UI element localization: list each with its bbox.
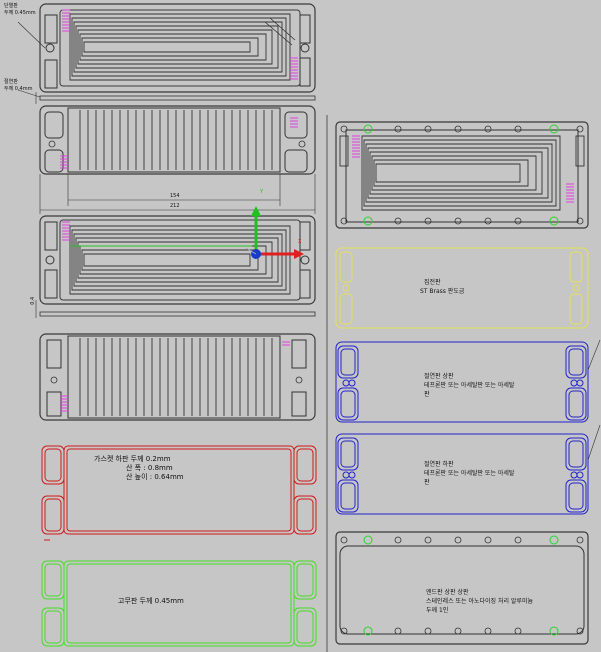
insulator-upper-label-line1: 절연판 상판 (424, 373, 454, 380)
rib-lines-2 (79, 338, 273, 416)
ribbed-pink-marks (60, 117, 298, 169)
insulator-upper-label-line2: 테프론판 또는 아세탈판 또는 아세탈 (424, 382, 515, 389)
current-collector-plate[interactable] (335, 247, 589, 329)
end-plate-bottom[interactable] (335, 531, 589, 645)
thin-layer-2[interactable] (35, 300, 316, 318)
thin-layer-1[interactable] (17, 89, 316, 104)
ribbed-plate-2[interactable] (39, 333, 316, 421)
gizmo-y-label: Y (260, 189, 264, 195)
gasket-layer[interactable] (41, 445, 317, 541)
dimension-side-label: 0.4 (30, 296, 37, 305)
end-plate-label-line2: 스테인레스 또는 아노다이징 처리 알루미늄 (426, 598, 533, 605)
rubber-layer[interactable] (41, 560, 317, 647)
manifold-pink-right (290, 57, 298, 80)
end-green-holes (363, 124, 559, 226)
end-pink-marks (352, 135, 574, 203)
axis-gizmo[interactable] (245, 206, 304, 259)
collector-label-line2: ST Brass 판도금 (420, 288, 465, 295)
insulator-upper-label-line3: 판 (424, 391, 430, 398)
insulator-upper-plate[interactable] (335, 341, 589, 423)
rubber-label-line1: 고무판 두께 0.45mm (118, 597, 184, 605)
ribbed-plate-1[interactable] (39, 105, 316, 175)
insulator-lower-label-line2: 테프론판 또는 아세탈판 또는 아세탈 (424, 470, 515, 477)
endb-bolt-holes (340, 536, 584, 635)
serpentine-channels-2 (69, 225, 291, 295)
insulator-lower-plate[interactable] (335, 433, 589, 515)
end-plate-label-line1: 엔드판 상판 상판 (426, 589, 469, 596)
flow-plate-middle[interactable] (39, 215, 316, 305)
callout-top-line1: 단열판 (4, 3, 18, 9)
insulator-lower-label-line3: 판 (424, 479, 430, 486)
dimension-outer-label: 212 (170, 203, 180, 209)
end-plate-label-line3: 두께 1인 (426, 607, 449, 614)
collector-label-line1: 집전판 (424, 279, 441, 286)
manifold-pink-left (62, 9, 70, 32)
gasket-label-line2: 산 폭 : 0.8mm (126, 464, 173, 472)
gizmo-z-axis[interactable] (251, 249, 261, 259)
end-serpentine (361, 135, 561, 211)
dimension-inner-label: 154 (170, 193, 180, 199)
callout-top-line2: 두께 0.45mm (4, 10, 36, 16)
dimension-lines (39, 174, 316, 214)
gasket-label-line3: 산 높이 : 0.64mm (126, 473, 184, 481)
gizmo-x-label: X (298, 239, 302, 245)
end-bolt-holes (340, 125, 584, 225)
leader-line-2 (587, 424, 601, 461)
middle-pink-marks (62, 221, 70, 241)
callout-mid-line2: 두께 0.4mm (4, 86, 33, 92)
gasket-label-line1: 가스켓 하판 두께 0.2mm (94, 455, 171, 463)
ribbed2-pink-marks (60, 341, 290, 412)
serpentine-channels (69, 13, 296, 81)
rib-lines (79, 110, 273, 170)
callout-mid-line1: 절연판 (4, 79, 18, 85)
end-plate-top[interactable] (335, 121, 589, 229)
leader-line-1 (587, 339, 601, 371)
endb-green-holes (363, 535, 559, 636)
flow-plate-top[interactable] (17, 3, 316, 93)
insulator-lower-label-line1: 절연판 하판 (424, 461, 454, 468)
